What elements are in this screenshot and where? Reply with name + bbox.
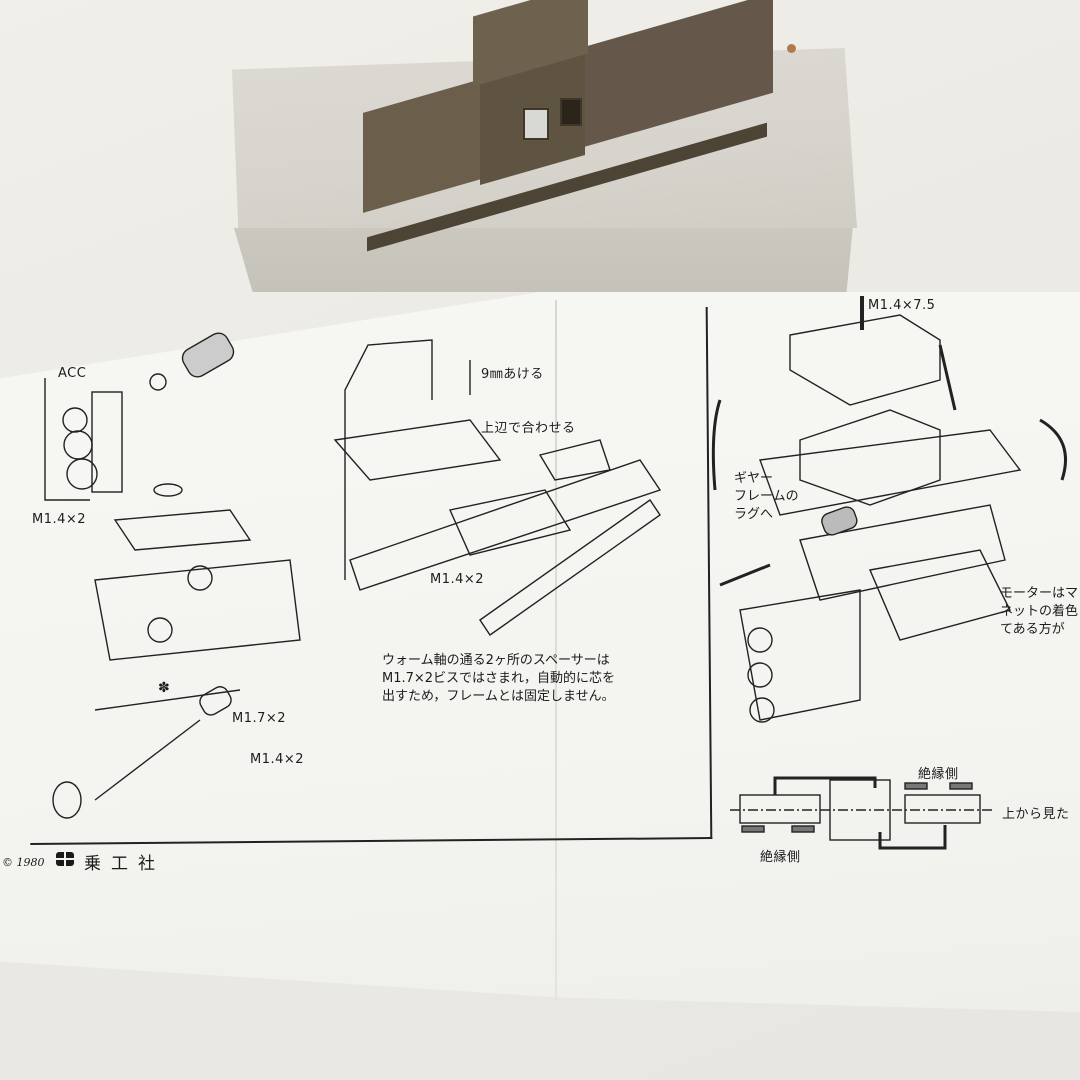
label-screw-m14x2-c: M1.4×2 (430, 572, 485, 587)
label-acc: ACC (58, 366, 87, 381)
cab-window-left (523, 108, 549, 140)
motor-magnet-note: モーターはマ ネットの着色 てある方が (1000, 586, 1079, 637)
label-spacer-marker: ✽ (158, 680, 171, 696)
label-screw-m17x2: M1.7×2 (232, 711, 287, 726)
label-screw-m14x7-5: M1.4×7.5 (868, 298, 936, 313)
model-locomotive-body (355, 0, 825, 252)
cab-window-right (560, 98, 582, 126)
pushpin (787, 44, 796, 53)
box-front (234, 228, 853, 292)
label-align-top-edge: 上辺で合わせる (481, 421, 576, 436)
publisher-name: 乗工社 (84, 854, 165, 874)
sheet-fold-line (555, 300, 557, 1000)
label-insulated-side-top: 絶縁側 (918, 767, 959, 782)
label-insulated-side-bottom: 絶縁側 (760, 850, 801, 865)
publisher-logo-icon (56, 852, 74, 866)
label-gap-9mm: 9㎜あける (481, 367, 544, 382)
label-top-view: 上から見た (1002, 807, 1070, 822)
label-gear-frame-lug: ギヤー フレームの ラグへ (734, 471, 799, 522)
spacer-note: ウォーム軸の通る2ヶ所のスペーサーは M1.7×2ビスではさまれ，自動的に芯を … (382, 653, 616, 704)
copyright: © 1980 (2, 856, 45, 869)
label-screw-m14x2-b: M1.4×2 (250, 752, 305, 767)
label-screw-m14x2-a: M1.4×2 (32, 512, 87, 527)
